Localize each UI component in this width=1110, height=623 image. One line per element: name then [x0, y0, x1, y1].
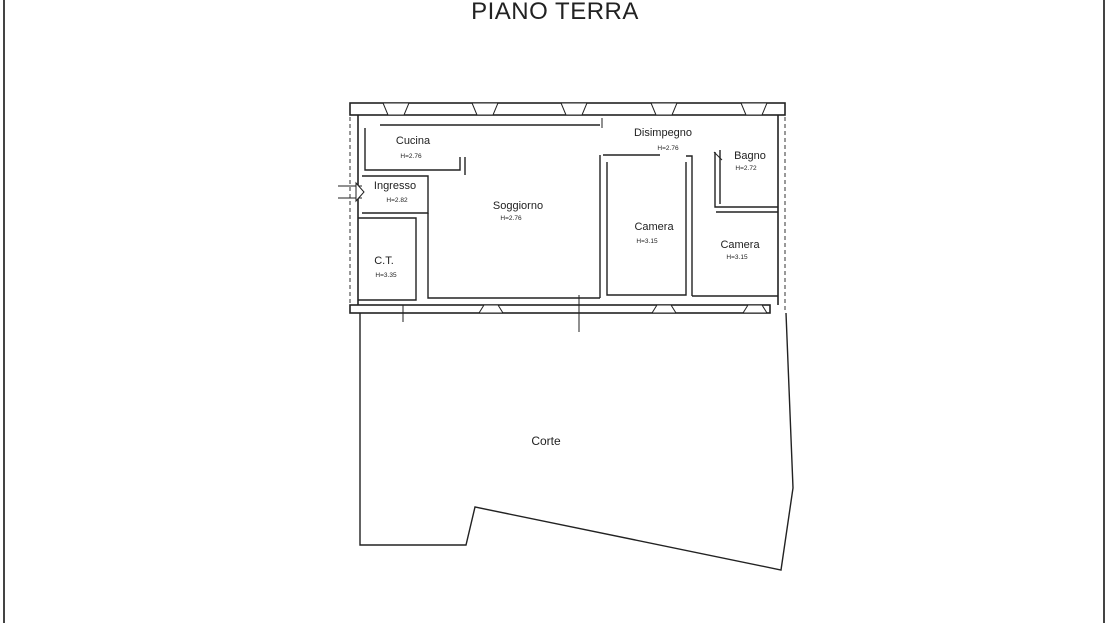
room-height-camera-1: H=3.15	[636, 238, 658, 245]
room-label-camera-1: Camera H=3.15	[634, 221, 674, 245]
room-name-soggiorno: Soggiorno	[493, 200, 543, 212]
room-name-ct: C.T.	[374, 255, 394, 267]
room-height-ingresso: H=2.82	[386, 197, 408, 204]
room-height-cucina: H=2.76	[400, 153, 422, 160]
corte-outline	[359, 312, 794, 571]
room-name-disimpegno: Disimpegno	[634, 127, 692, 139]
room-name-corte: Corte	[531, 434, 561, 448]
room-height-bagno: H=2.72	[735, 165, 757, 172]
entrance-arrow-icon	[338, 181, 365, 203]
room-height-disimpegno: H=2.76	[657, 145, 679, 152]
room-label-ingresso: Ingresso H=2.82	[374, 180, 416, 204]
room-height-ct: H=3.35	[375, 272, 397, 279]
room-label-camera-2: Camera H=3.15	[720, 239, 760, 261]
room-name-camera-1: Camera	[634, 221, 674, 233]
room-height-camera-2: H=3.15	[726, 254, 748, 261]
room-name-cucina: Cucina	[396, 135, 431, 147]
room-label-disimpegno: Disimpegno H=2.76	[634, 127, 692, 152]
room-label-bagno: Bagno H=2.72	[734, 150, 766, 172]
room-label-cucina: Cucina H=2.76	[396, 135, 431, 160]
room-name-camera-2: Camera	[720, 239, 760, 251]
room-label-corte: Corte	[531, 434, 561, 448]
room-height-soggiorno: H=2.76	[500, 215, 522, 222]
room-name-bagno: Bagno	[734, 150, 766, 162]
interior-walls	[358, 124, 778, 301]
left-frame-line	[3, 0, 5, 623]
room-name-ingresso: Ingresso	[374, 180, 416, 192]
door-marks	[402, 118, 723, 332]
window-openings	[382, 102, 768, 314]
right-frame-line	[1103, 0, 1105, 623]
room-label-ct: C.T. H=3.35	[374, 255, 397, 279]
plan-title: PIANO TERRA	[471, 0, 639, 25]
room-label-soggiorno: Soggiorno H=2.76	[493, 200, 543, 222]
